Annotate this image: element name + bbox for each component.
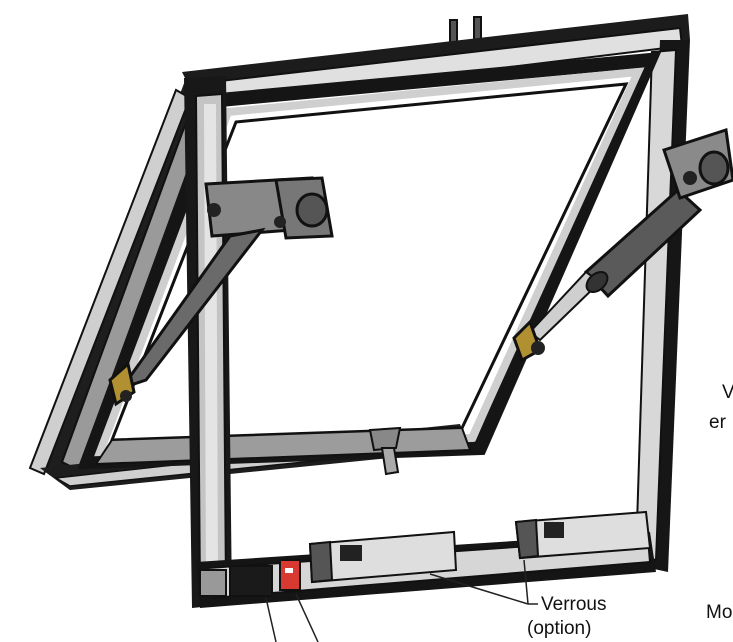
label-right-partial-2: er xyxy=(709,412,727,433)
left-hinge-bracket xyxy=(118,176,334,391)
left-upright xyxy=(184,76,232,608)
left-yellow-bracket xyxy=(108,361,136,407)
right-yellow-bracket xyxy=(512,319,545,363)
right-hinge-bracket xyxy=(662,128,733,200)
right-gas-strut xyxy=(528,187,703,342)
center-latch-handle xyxy=(368,426,402,476)
label-right-partial-1: V xyxy=(722,382,733,403)
leader-lines xyxy=(265,559,538,642)
label-option: (option) xyxy=(527,618,591,639)
label-bottom-right-partial: Mo xyxy=(706,602,732,623)
label-verrous: Verrous xyxy=(541,594,606,615)
lock-box-left xyxy=(308,530,458,584)
lock-box-right xyxy=(514,510,652,560)
inner-opening-frame xyxy=(77,51,662,470)
bottom-left-components xyxy=(199,559,301,597)
